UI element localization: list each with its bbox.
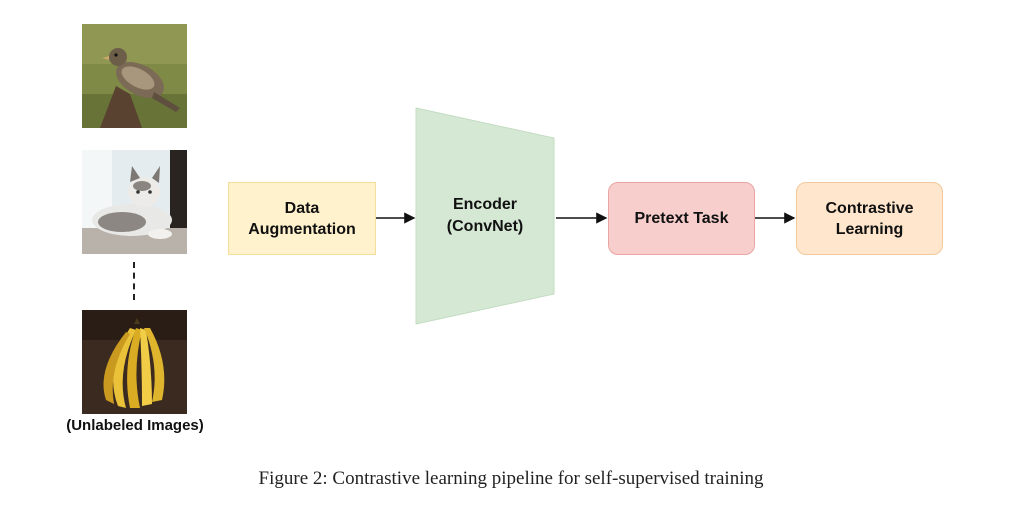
unlabeled-images-caption: (Unlabeled Images) (66, 417, 204, 434)
pretext-task-box: Pretext Task (608, 182, 755, 255)
pretext-task-label: Pretext Task (634, 210, 729, 227)
data-augmentation-label: Data Augmentation (248, 199, 356, 238)
contrastive-learning-box: Contrastive Learning (796, 182, 943, 255)
contrastive-learning-label: Contrastive Learning (825, 199, 914, 238)
data-augmentation-box: Data Augmentation (228, 182, 376, 255)
bird-image (82, 24, 187, 128)
encoder-trapezoid (415, 107, 555, 325)
encoder-label: Encoder (ConvNet) (446, 196, 524, 235)
cat-image (82, 150, 187, 254)
more-images-dashed-line (133, 262, 135, 300)
figure-caption: Figure 2: Contrastive learning pipeline … (258, 468, 764, 489)
banana-image (82, 310, 187, 414)
